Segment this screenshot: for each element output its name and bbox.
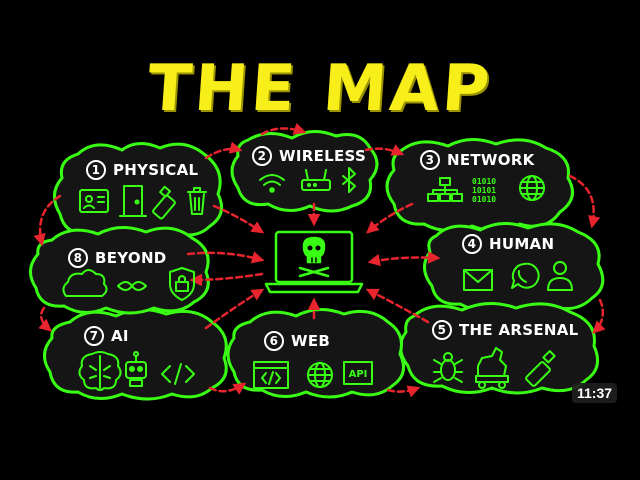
arrow-physical-to-wireless [204,141,243,160]
label-arsenal: 5 THE ARSENAL [432,320,578,340]
router-icon [301,169,331,191]
api-icon [343,361,373,385]
arrow-wireless-to-network [364,144,405,156]
node-label: PHYSICAL [113,161,199,179]
topology-icon [427,177,463,202]
bluetooth-icon [342,167,356,193]
arrow-network-to-human [568,174,601,229]
trash-icon [187,187,207,215]
number-badge: 2 [252,146,272,166]
node-label: WIRELESS [279,147,367,165]
node-label: AI [111,327,129,345]
arrow-beyond-to-laptop [186,251,265,264]
label-human: 4 HUMAN [462,234,554,254]
bug-icon [433,352,463,383]
number-badge: 6 [264,331,284,351]
node-label: NETWORK [447,151,535,169]
arrow-web-to-arsenal [386,385,421,398]
label-wireless: 2 WIRELESS [252,146,366,166]
label-network: 3 NETWORK [420,150,535,170]
binary-line-1: 01010 [472,177,496,186]
api-label: API [349,369,368,380]
arrow-title-to-wireless [260,122,307,136]
number-badge: 5 [432,320,452,340]
arrow-network-to-laptop [366,202,414,234]
trojan-horse-icon [475,347,509,389]
usb-stick-icon [525,350,556,387]
envelope-icon [463,269,493,291]
video-duration-badge: 11:37 [572,383,618,403]
id-card-icon [79,189,109,213]
node-label: WEB [291,332,331,350]
node-label: HUMAN [489,235,555,253]
arrow-physical-to-laptop [212,204,265,234]
infinity-icon [117,281,147,291]
arrow-laptop-to-beyond [189,272,264,287]
label-ai: 7 AI [84,326,129,346]
arrow-human-laptop [367,251,441,267]
binary-line-3: 01010 [472,195,496,204]
arrow-human-to-arsenal [592,298,606,334]
shield-lock-icon [169,267,195,301]
arrow-ai-to-web [208,382,247,395]
arrow-physical-to-beyond [33,194,62,247]
globe-icon [307,362,333,388]
number-badge: 1 [86,160,106,180]
laptop-skull-icon [264,230,364,294]
label-beyond: 8 BEYOND [68,248,167,268]
wifi-icon [259,174,285,193]
binary-line-2: 10101 [472,186,496,195]
arrow-ai-to-laptop [204,288,265,330]
arrow-arsenal-to-laptop [365,288,430,324]
phone-chat-icon [511,262,540,289]
person-icon [547,261,573,291]
code-icon [161,363,195,385]
number-badge: 4 [462,234,482,254]
number-badge: 8 [68,248,88,268]
cloud-icon [62,269,108,297]
page-title: THE MAP [145,52,495,126]
usb-drive-icon [152,185,176,220]
label-physical: 1 PHYSICAL [86,160,198,180]
door-icon [119,185,147,217]
number-badge: 3 [420,150,440,170]
label-web: 6 WEB [264,331,330,351]
code-window-icon [253,361,289,389]
node-label: THE ARSENAL [459,321,579,339]
brain-icon [78,351,122,391]
arrow-beyond-to-ai [38,306,52,332]
cloud-arsenal [399,302,600,395]
number-badge: 7 [84,326,104,346]
node-label: BEYOND [95,249,167,267]
robot-icon [125,351,147,387]
cloud-wireless [230,130,379,213]
globe-icon [519,175,545,201]
